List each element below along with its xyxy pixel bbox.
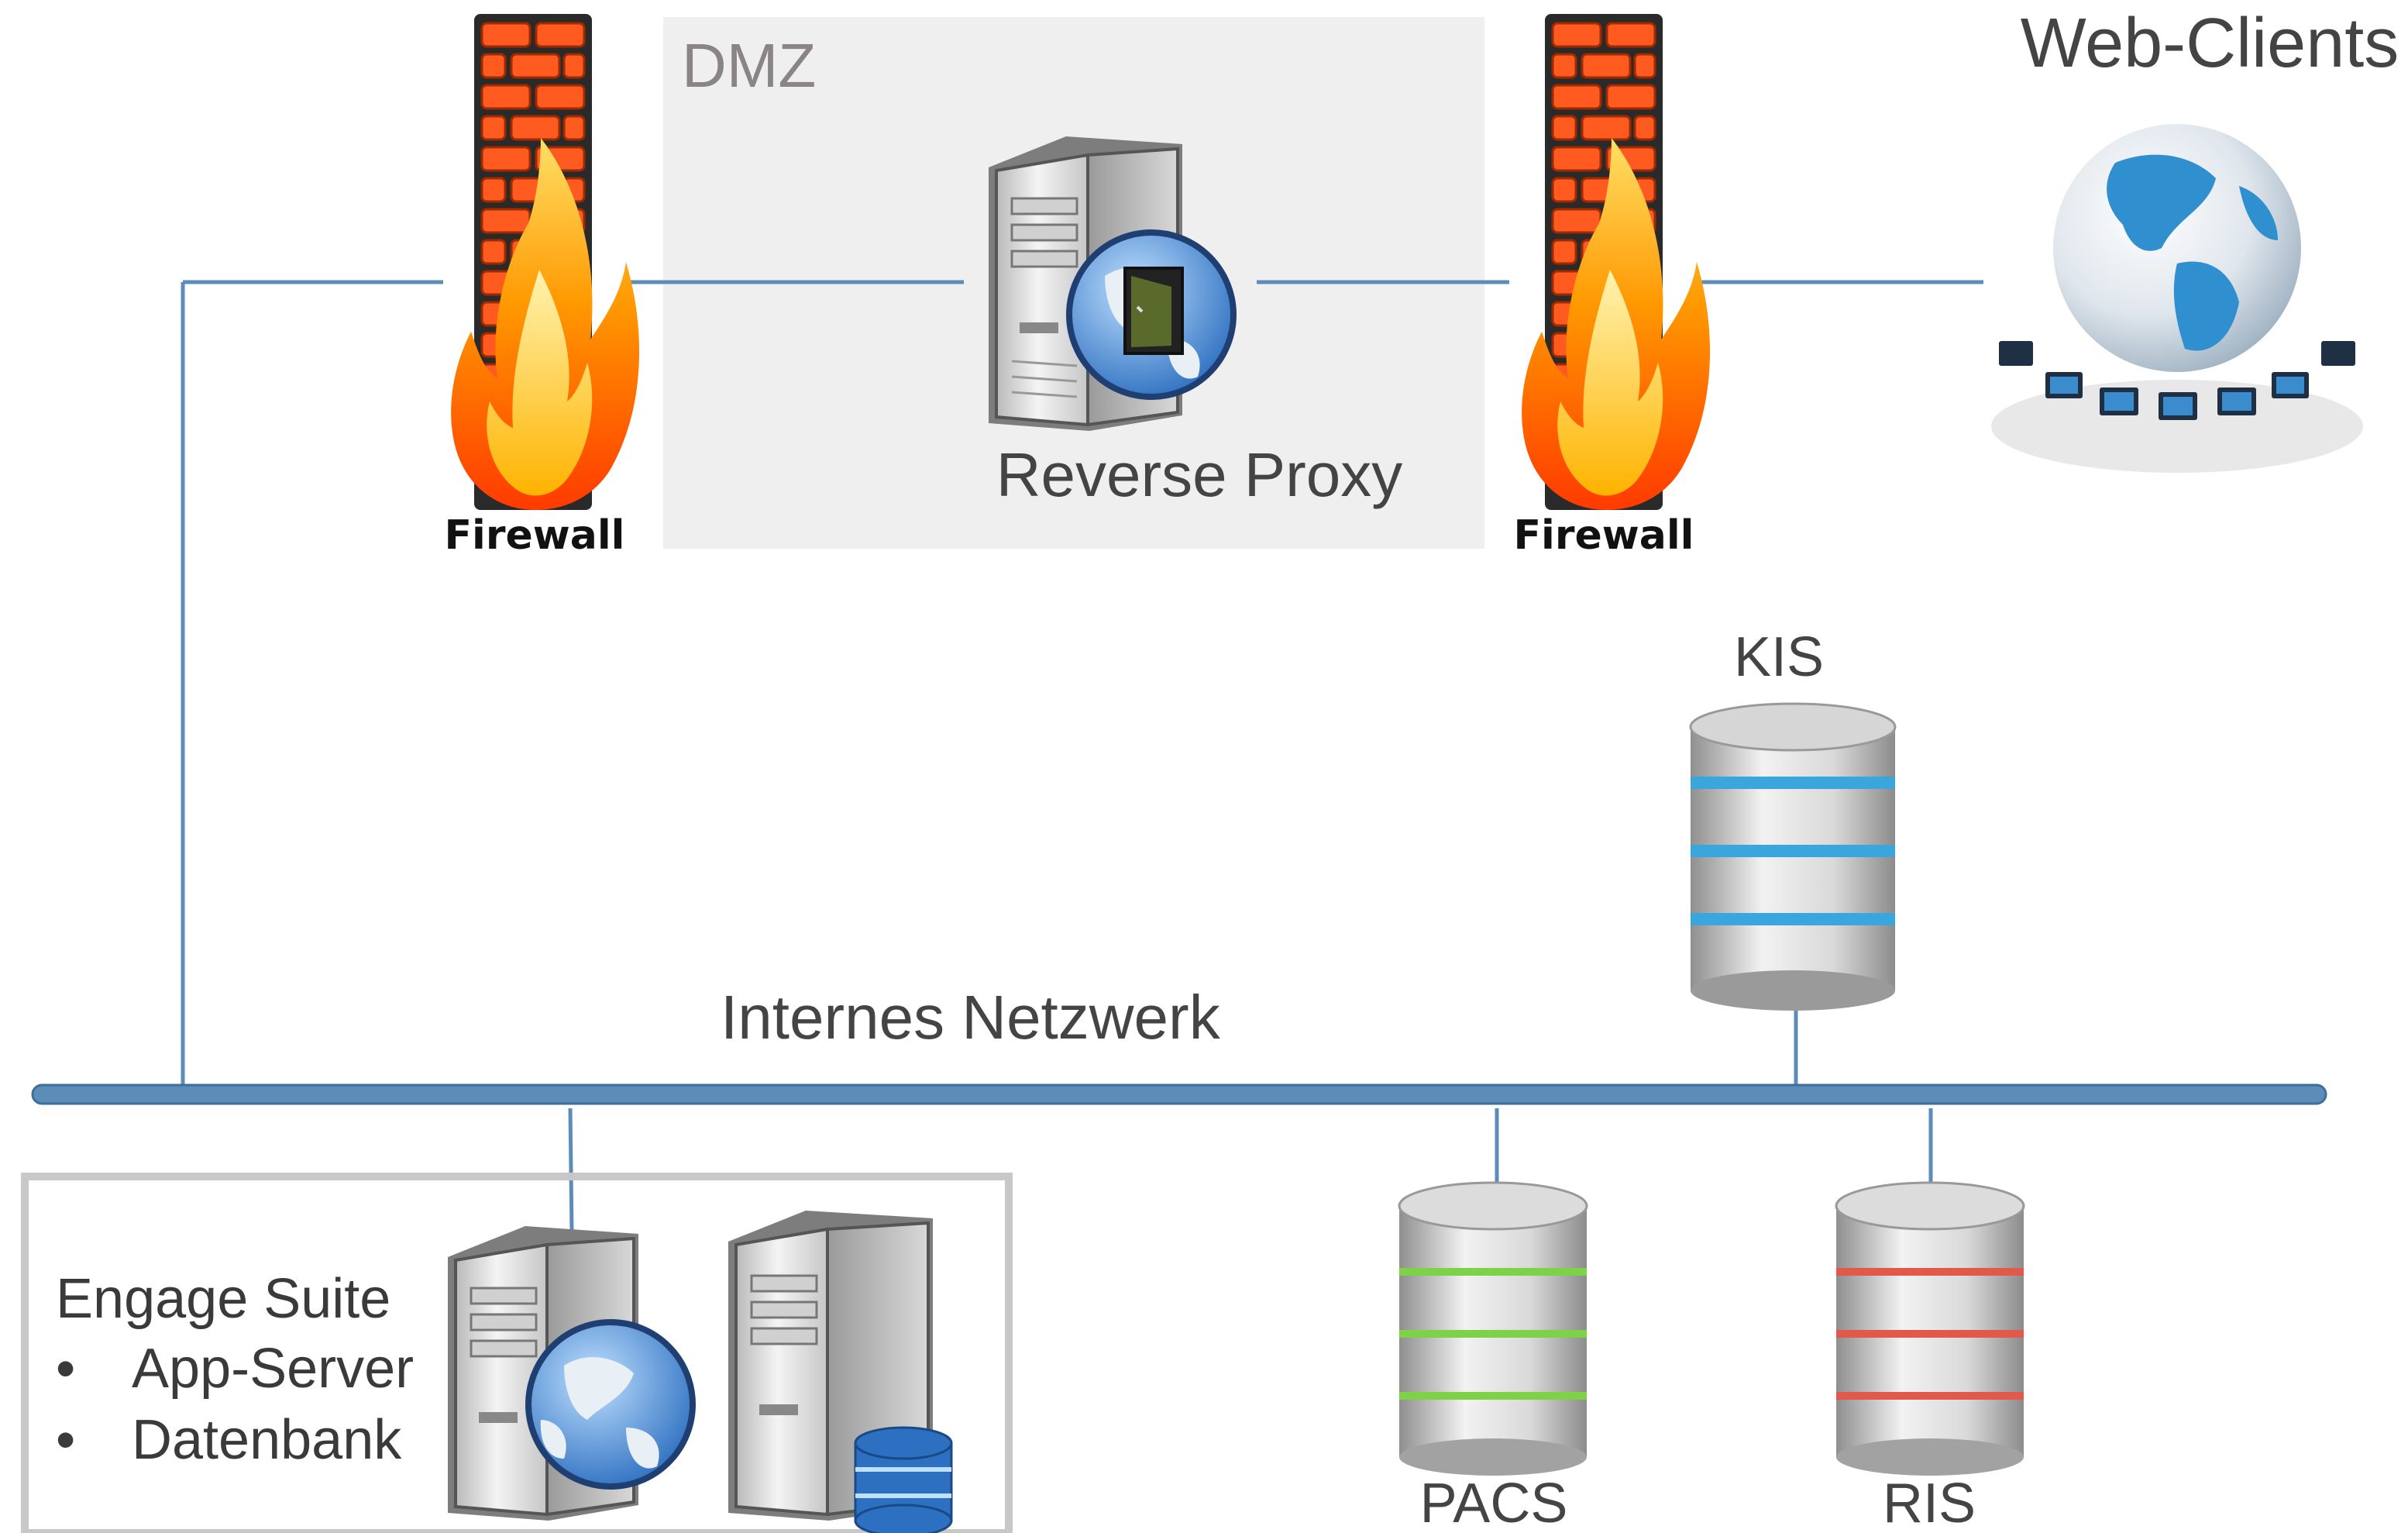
engage-item-bullet: • bbox=[56, 1409, 75, 1471]
internal-network-bus bbox=[31, 1083, 2327, 1105]
ris-label: RIS bbox=[1883, 1473, 1976, 1533]
ris-node: RIS bbox=[1835, 1181, 2025, 1533]
firewall-icon bbox=[451, 14, 640, 510]
database-icon bbox=[1398, 1181, 1588, 1476]
server-database-icon bbox=[728, 1211, 953, 1533]
server-globe-icon bbox=[989, 136, 1237, 431]
database-icon bbox=[1835, 1181, 2025, 1476]
internal-network-label: Internes Netzwerk bbox=[721, 983, 1221, 1052]
firewall-right-label: Firewall bbox=[1513, 512, 1694, 559]
reverse-proxy-label: Reverse Proxy bbox=[996, 440, 1403, 509]
engage-item-app-server: App-Server bbox=[132, 1338, 414, 1400]
engage-suite-box bbox=[21, 1173, 1013, 1533]
firewall-left-label: Firewall bbox=[444, 512, 624, 559]
pacs-label: PACS bbox=[1420, 1473, 1568, 1533]
server-globe-icon bbox=[448, 1226, 696, 1521]
globe-network-icon bbox=[1991, 124, 2363, 473]
kis-node: KIS bbox=[1689, 626, 1897, 1011]
database-icon bbox=[1689, 702, 1897, 1011]
reverse-proxy-node: Reverse Proxy bbox=[989, 136, 1402, 509]
firewall-icon bbox=[1522, 14, 1711, 510]
kis-label: KIS bbox=[1734, 626, 1824, 688]
engage-item-bullet: • bbox=[56, 1338, 75, 1400]
firewall-right: Firewall bbox=[1513, 14, 1711, 559]
engage-suite-title: Engage Suite bbox=[56, 1268, 390, 1330]
engage-suite-group: Engage Suite • App-Server • Datenbank bbox=[21, 1173, 1013, 1533]
pacs-node: PACS bbox=[1398, 1181, 1588, 1533]
engage-item-datenbank: Datenbank bbox=[132, 1409, 402, 1471]
web-clients-node: Web-Clients bbox=[1991, 5, 2399, 473]
firewall-left: Firewall bbox=[444, 14, 640, 559]
dmz-label: DMZ bbox=[682, 31, 816, 100]
web-clients-label: Web-Clients bbox=[2021, 5, 2399, 82]
connection-lines bbox=[181, 280, 1983, 1233]
